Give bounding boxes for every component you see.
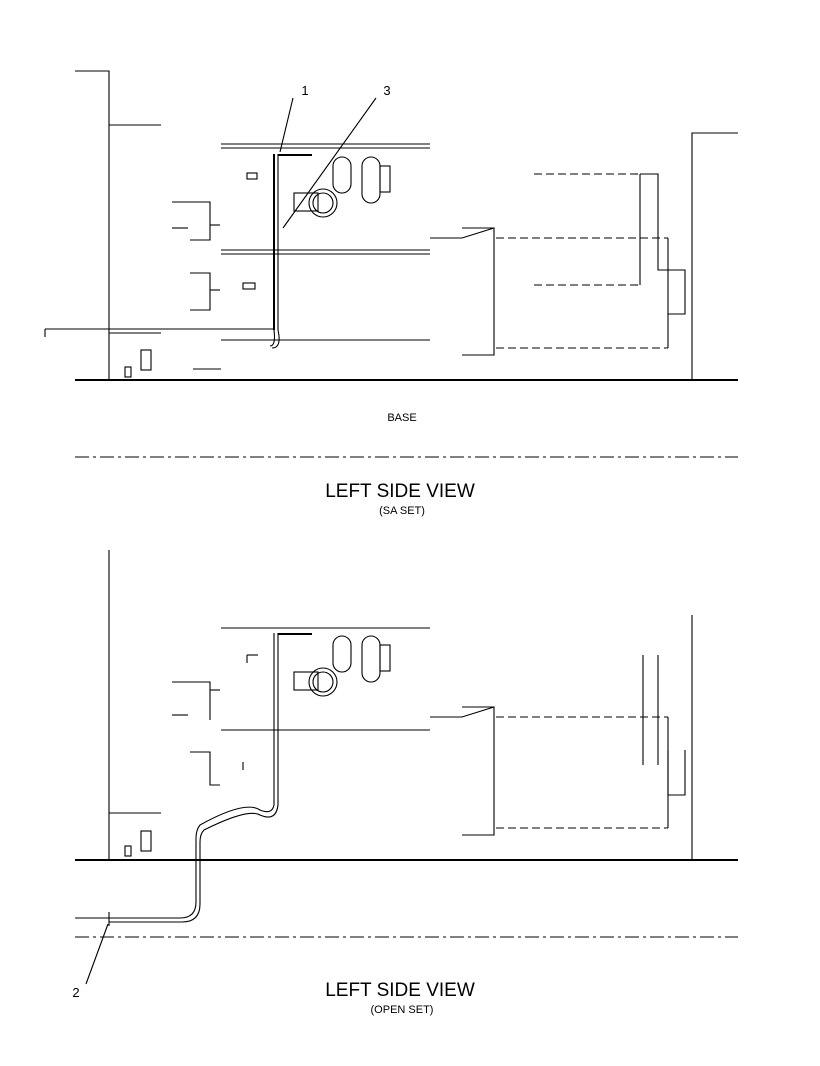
top-cylinder-b <box>361 156 381 204</box>
callout-1: 1 <box>301 83 308 98</box>
bottom-cylinder-b <box>361 635 381 683</box>
top-right-cabinet-edge <box>691 132 738 380</box>
bottom-rerouted-pipe <box>75 804 275 919</box>
top-view-subtitle: (SA SET) <box>379 505 425 517</box>
bottom-cylinder-a <box>332 635 352 673</box>
top-left-cabinet-edge <box>75 70 110 380</box>
bottom-fitting-ring <box>308 667 338 697</box>
top-cylinder-a <box>332 156 352 194</box>
base-label: BASE <box>387 412 416 424</box>
bottom-leader-2 <box>85 923 109 985</box>
top-fitting-ring <box>308 188 338 218</box>
bottom-view <box>75 550 738 985</box>
callout-2: 2 <box>72 985 79 1000</box>
top-leader-1 <box>279 97 294 153</box>
callout-3: 3 <box>383 83 390 98</box>
top-view <box>44 70 738 458</box>
bottom-view-subtitle: (OPEN SET) <box>371 1004 434 1016</box>
top-view-title: LEFT SIDE VIEW <box>325 481 475 502</box>
bottom-view-title: LEFT SIDE VIEW <box>325 980 475 1001</box>
top-leader-3 <box>282 97 377 229</box>
